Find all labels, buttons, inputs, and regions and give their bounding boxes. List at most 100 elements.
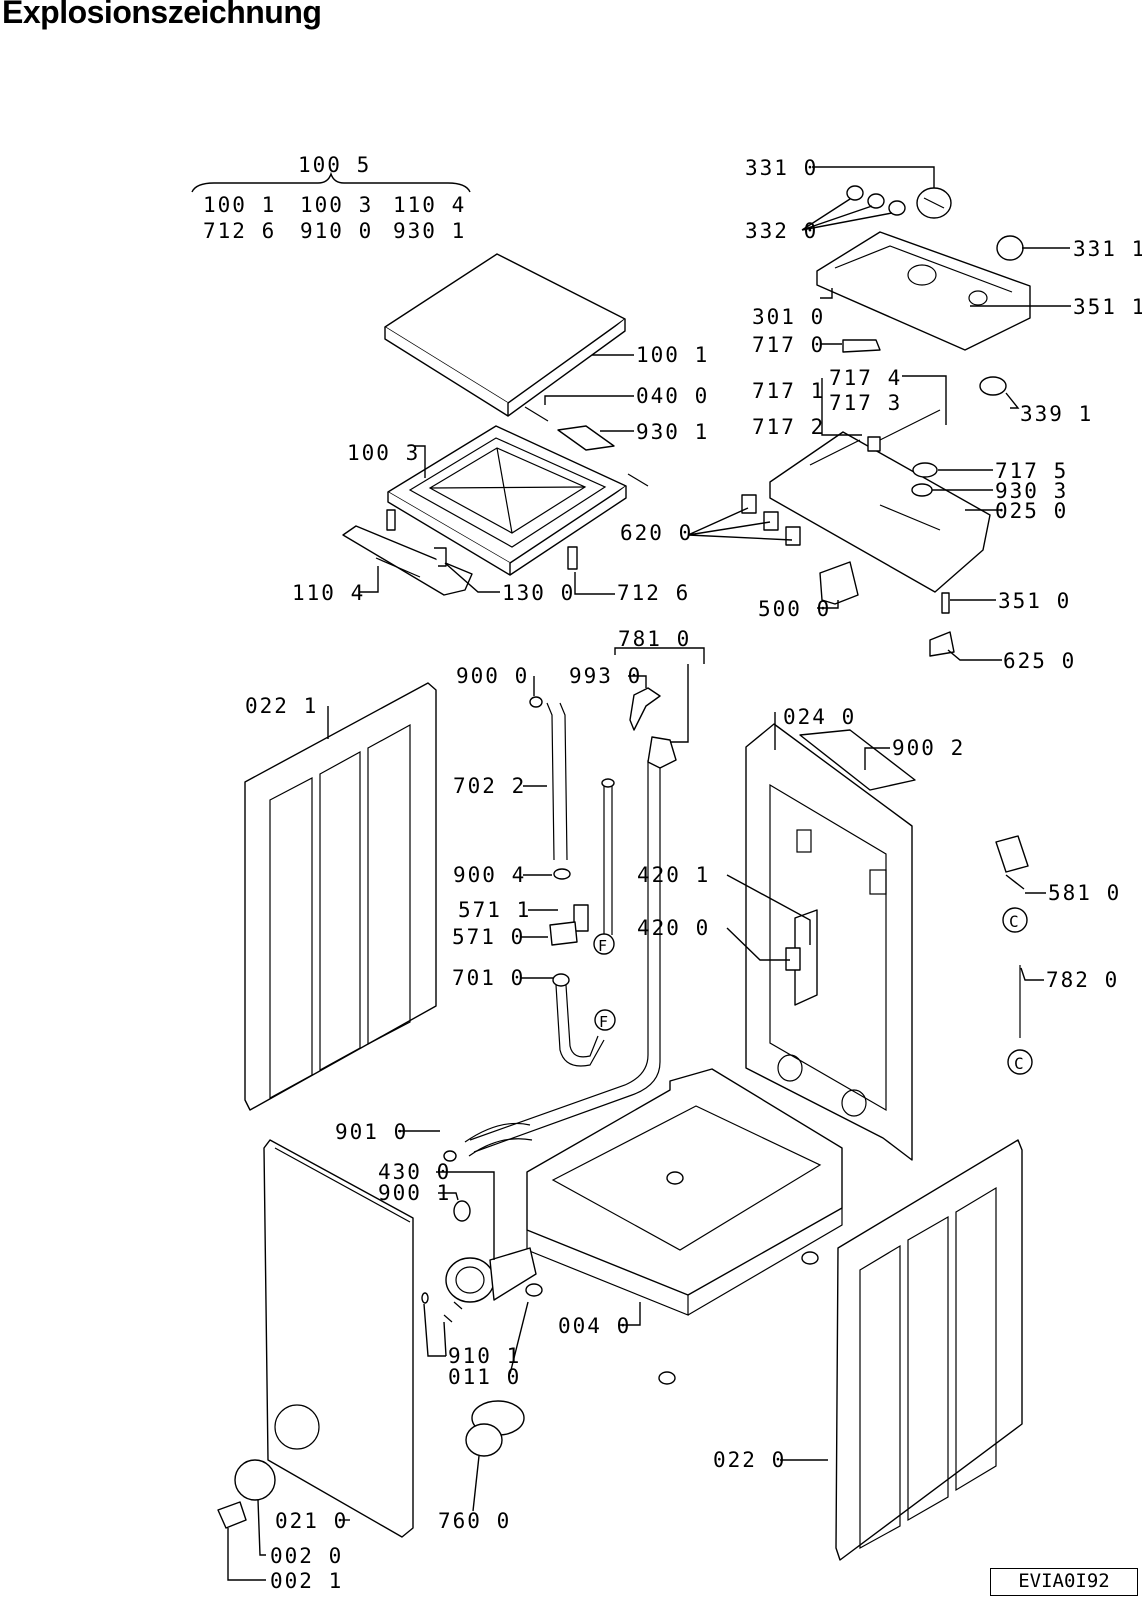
callout-label: 625 0 bbox=[1003, 649, 1076, 673]
feet-part bbox=[525, 1171, 819, 1385]
callout-label: 339 1 bbox=[1020, 402, 1093, 426]
diagram-code-box: EVIA0I92 bbox=[990, 1568, 1138, 1596]
pipe-part bbox=[601, 778, 615, 935]
screw-910-1 bbox=[421, 1292, 429, 1304]
valve-571-part bbox=[549, 904, 589, 946]
callout-label: 581 0 bbox=[1048, 881, 1121, 905]
front-panel-part bbox=[263, 1139, 414, 1538]
clamp-900-0 bbox=[529, 696, 543, 708]
rear-panel-part bbox=[745, 723, 916, 1161]
left-side-panel-part bbox=[244, 682, 437, 1111]
kit-header: 100 5 100 1 100 3 110 4 712 6 910 0 930 … bbox=[191, 153, 471, 243]
callout-label: 301 0 bbox=[752, 305, 825, 329]
callout-label: 717 1 bbox=[752, 379, 825, 403]
kit-part: 910 0 bbox=[300, 219, 373, 243]
screws-part bbox=[443, 1301, 463, 1323]
callout-label: 021 0 bbox=[275, 1509, 348, 1533]
callout-label: 331 0 bbox=[745, 156, 818, 180]
callout-labels: 331 0 332 0 331 1 301 0 351 1 717 0 717 … bbox=[245, 156, 1142, 1593]
svg-text:F: F bbox=[598, 937, 607, 955]
callout-label: 712 6 bbox=[617, 581, 690, 605]
callout-label: 500 0 bbox=[758, 597, 831, 621]
top-frame-part bbox=[387, 425, 627, 576]
callout-label: 130 0 bbox=[502, 581, 575, 605]
connector-mark-f: F bbox=[594, 1009, 616, 1031]
screw-part bbox=[567, 546, 578, 570]
callout-label: 351 0 bbox=[998, 589, 1071, 613]
callout-label: 782 0 bbox=[1046, 968, 1119, 992]
part-581-0 bbox=[995, 835, 1029, 873]
callout-label: 420 1 bbox=[637, 863, 710, 887]
callout-label: 760 0 bbox=[438, 1509, 511, 1533]
elbow-993-part bbox=[629, 687, 661, 731]
callout-label: 420 0 bbox=[637, 916, 710, 940]
callout-label: 040 0 bbox=[636, 384, 709, 408]
callout-label: 717 5 bbox=[995, 459, 1068, 483]
callout-label: 025 0 bbox=[995, 499, 1068, 523]
filter-760-part bbox=[465, 1400, 525, 1457]
page-title: Explosionszeichnung bbox=[2, 0, 322, 30]
callout-label: 110 4 bbox=[292, 581, 365, 605]
seal-900-1 bbox=[453, 1200, 471, 1222]
top-lid-part bbox=[384, 253, 626, 417]
callout-label: 702 2 bbox=[453, 774, 526, 798]
callout-label: 717 4 bbox=[829, 366, 902, 390]
pcb-module-part bbox=[769, 431, 991, 593]
callout-label: 002 1 bbox=[270, 1569, 343, 1593]
callout-label: 993 0 bbox=[569, 664, 642, 688]
callout-label: 011 0 bbox=[448, 1365, 521, 1389]
hose-901-part bbox=[443, 1122, 533, 1162]
callout-label: 900 2 bbox=[892, 736, 965, 760]
callout-label: 100 1 bbox=[636, 343, 709, 367]
callout-label: 024 0 bbox=[783, 705, 856, 729]
control-strip-part bbox=[342, 525, 473, 596]
part-717-5 bbox=[912, 462, 938, 478]
callout-label: 930 1 bbox=[636, 420, 709, 444]
callout-label: 351 1 bbox=[1073, 295, 1142, 319]
callout-label: 430 0 bbox=[378, 1160, 451, 1184]
clip-part bbox=[434, 547, 447, 567]
connector-mark-c: C bbox=[1007, 1049, 1033, 1075]
base-frame-part bbox=[526, 1068, 843, 1316]
kit-group-label: 100 5 bbox=[298, 153, 371, 177]
callout-label: 002 0 bbox=[270, 1544, 343, 1568]
callout-label: 571 1 bbox=[458, 898, 531, 922]
callout-label: 901 0 bbox=[335, 1120, 408, 1144]
svg-text:F: F bbox=[599, 1013, 608, 1031]
hose-702-part bbox=[546, 702, 568, 861]
callout-label: 717 0 bbox=[752, 333, 825, 357]
kit-part: 712 6 bbox=[203, 219, 276, 243]
callout-label: 022 1 bbox=[245, 694, 318, 718]
clip-002-1 bbox=[217, 1501, 247, 1529]
service-flap-002-0 bbox=[234, 1459, 276, 1501]
kit-part: 100 1 bbox=[203, 193, 276, 217]
callout-label: 620 0 bbox=[620, 521, 693, 545]
knob-331-1-part bbox=[996, 235, 1024, 261]
knob-331-part bbox=[916, 187, 952, 219]
filter-500-part bbox=[819, 561, 859, 605]
callout-label: 900 0 bbox=[456, 664, 529, 688]
connector-mark-f: F bbox=[593, 933, 615, 955]
svg-text:C: C bbox=[1009, 912, 1019, 931]
callout-label: 781 0 bbox=[618, 627, 691, 651]
callout-label: 717 2 bbox=[752, 415, 825, 439]
kit-part: 100 3 bbox=[300, 193, 373, 217]
knob-339-part bbox=[979, 376, 1007, 396]
callout-label: 100 3 bbox=[347, 441, 420, 465]
callout-label: 900 4 bbox=[453, 863, 526, 887]
strip-930-part bbox=[557, 425, 615, 451]
hose-701-part bbox=[552, 973, 605, 1067]
strip-040-part bbox=[524, 406, 549, 422]
callout-label: 022 0 bbox=[713, 1448, 786, 1472]
button-717-part bbox=[842, 339, 881, 353]
callout-label: 717 3 bbox=[829, 391, 902, 415]
part-930-3 bbox=[911, 483, 933, 497]
lamp-717-2-part bbox=[867, 436, 881, 452]
callout-label: 910 1 bbox=[448, 1344, 521, 1368]
fascia-panel-part bbox=[816, 231, 1031, 351]
callout-label: 571 0 bbox=[452, 925, 525, 949]
callout-label: 004 0 bbox=[558, 1314, 631, 1338]
connector-mark-c: C bbox=[1002, 907, 1028, 933]
switch-rod-part bbox=[879, 409, 941, 441]
